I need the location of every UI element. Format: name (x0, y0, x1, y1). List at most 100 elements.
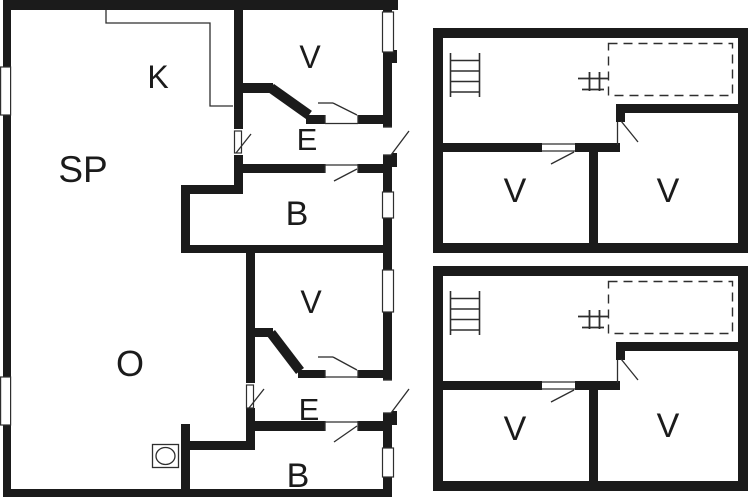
wall (383, 155, 392, 192)
door-swing (333, 168, 358, 182)
wall (738, 266, 748, 491)
door-swing (333, 425, 358, 443)
wall (433, 266, 443, 491)
wall (246, 328, 273, 337)
window (381, 191, 395, 219)
main-angled-walls (267, 83, 312, 375)
wall (383, 312, 392, 380)
wall (433, 28, 443, 253)
wall (443, 143, 542, 152)
room-label-e-upper: E (297, 122, 318, 157)
door-swing (550, 389, 575, 403)
wall (616, 104, 625, 122)
main-house-plan: K SP V E B O V E B (0, 0, 410, 497)
main-walls (3, 0, 398, 497)
wall (3, 0, 11, 67)
room-label-o: O (116, 343, 144, 384)
wall (358, 115, 383, 124)
wall (383, 413, 392, 448)
wall (383, 218, 392, 270)
wall-stub (392, 50, 397, 63)
door-swing (390, 388, 410, 414)
dashed-loft-area (607, 280, 734, 335)
wall (433, 481, 748, 491)
wall (306, 115, 325, 124)
ladder-icon (449, 291, 481, 335)
ladder-icon (449, 53, 481, 97)
door-swing (550, 151, 575, 165)
wall (433, 243, 748, 253)
room-label-v-right: V (657, 407, 680, 445)
annex-bottom-room-labels: V V (504, 407, 680, 448)
wall (234, 83, 273, 93)
door-swing (235, 133, 252, 154)
window (381, 269, 395, 313)
window (381, 447, 395, 478)
room-label-v-right: V (657, 172, 680, 210)
wall (443, 381, 542, 390)
main-windows (0, 11, 395, 478)
wall (383, 0, 392, 12)
room-label-v-left: V (504, 172, 527, 210)
main-thin-lines (105, 10, 410, 443)
main-room-labels: K SP V E B O V E B (58, 39, 322, 495)
wall-stub (392, 0, 398, 10)
wall-diagonal (267, 329, 304, 375)
room-label-b-lower: B (287, 457, 310, 495)
dashed-loft-area (607, 42, 734, 97)
annex-lower-plan: V V (433, 266, 748, 491)
wall (383, 477, 392, 497)
wall (246, 421, 325, 431)
wall (358, 421, 383, 431)
wall (616, 104, 738, 113)
wall (433, 28, 748, 38)
annex-bottom-thin-lines (542, 358, 639, 403)
room-label-v-lower: V (300, 284, 322, 320)
window (381, 11, 395, 53)
room-label-v-upper: V (299, 39, 321, 75)
wall (181, 424, 190, 489)
wall (298, 370, 325, 378)
wall (616, 342, 625, 360)
wall (3, 489, 392, 497)
wall-stub (392, 153, 397, 167)
door-leaf (245, 384, 255, 409)
wall (181, 441, 255, 450)
annex-top-walls (433, 28, 748, 253)
wall (234, 155, 243, 194)
loft-ladder-icon (578, 72, 608, 91)
annex-top-thin-lines (542, 120, 639, 165)
wall (589, 381, 598, 481)
door-swing (620, 358, 639, 381)
room-label-v-left: V (504, 410, 527, 448)
wall (246, 253, 255, 383)
wall (433, 266, 748, 276)
wall (181, 245, 392, 253)
wall (234, 10, 243, 129)
wall (616, 342, 738, 351)
wall (3, 425, 11, 497)
loft-ladder-icon (578, 310, 608, 329)
wall (358, 164, 383, 173)
wall (738, 28, 748, 253)
wall (234, 164, 325, 173)
wall (181, 185, 190, 252)
room-label-k: K (147, 59, 168, 95)
door-swing (332, 102, 358, 116)
wall (358, 370, 383, 378)
door-swing (248, 388, 265, 409)
door-swing (390, 130, 410, 156)
window (0, 66, 12, 116)
annex-top-room-labels: V V (504, 172, 680, 210)
wall (181, 185, 243, 194)
wall (383, 52, 392, 127)
door-swing (620, 120, 639, 143)
annex-upper-plan: V V (433, 28, 748, 253)
wall (3, 0, 392, 10)
wall-diagonal (268, 83, 312, 120)
room-label-b-upper: B (286, 195, 309, 233)
wall (589, 143, 598, 243)
wall-stub (392, 411, 397, 425)
